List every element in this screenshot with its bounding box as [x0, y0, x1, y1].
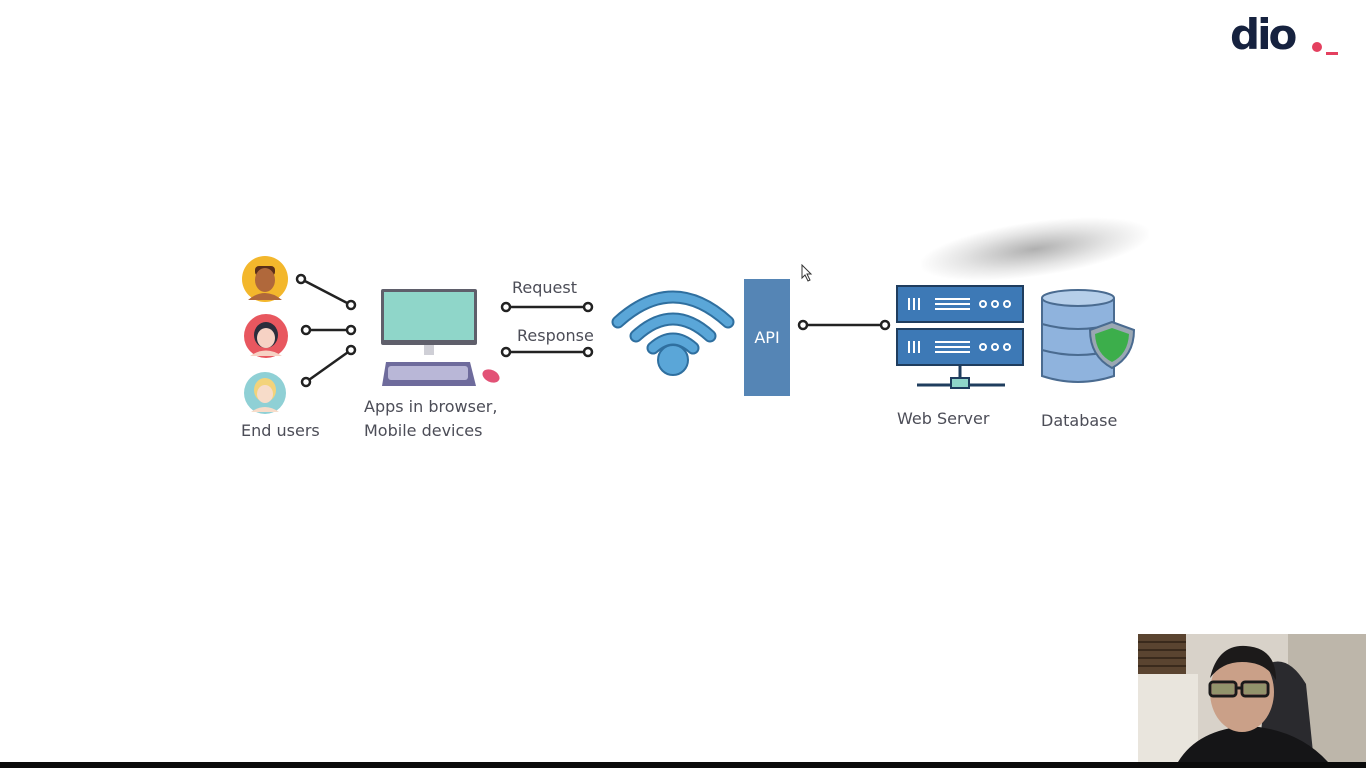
api-server-connector	[797, 319, 891, 331]
api-box: API	[744, 279, 790, 396]
database-shield-icon	[1041, 289, 1136, 383]
logo-text: dio	[1230, 10, 1297, 59]
request-response-lines	[500, 301, 594, 358]
logo-underscore	[1326, 52, 1338, 55]
user-avatar-icon	[242, 256, 288, 302]
bottom-bar	[0, 762, 1366, 768]
apps-label-line2: Mobile devices	[364, 421, 483, 440]
presenter-webcam	[1138, 634, 1366, 762]
user-connectors	[295, 273, 357, 388]
presenter-image	[1138, 634, 1366, 762]
end-users-avatars	[242, 256, 288, 414]
response-label: Response	[517, 326, 594, 345]
wifi-icon	[611, 290, 735, 376]
database-label: Database	[1041, 411, 1118, 430]
web-server-label: Web Server	[897, 409, 990, 428]
dio-logo: dio	[1230, 10, 1342, 60]
request-label: Request	[512, 278, 577, 297]
mouse-pointer-icon	[801, 264, 813, 282]
user-avatar-icon	[244, 372, 286, 414]
api-label: API	[754, 328, 780, 347]
logo-dot	[1312, 42, 1322, 52]
blur-smudge	[917, 206, 1153, 292]
end-users-label: End users	[241, 421, 320, 440]
user-avatar-icon	[244, 314, 288, 358]
desktop-computer-icon	[381, 289, 500, 386]
apps-label-line1: Apps in browser,	[364, 397, 498, 416]
server-icon	[896, 285, 1024, 389]
